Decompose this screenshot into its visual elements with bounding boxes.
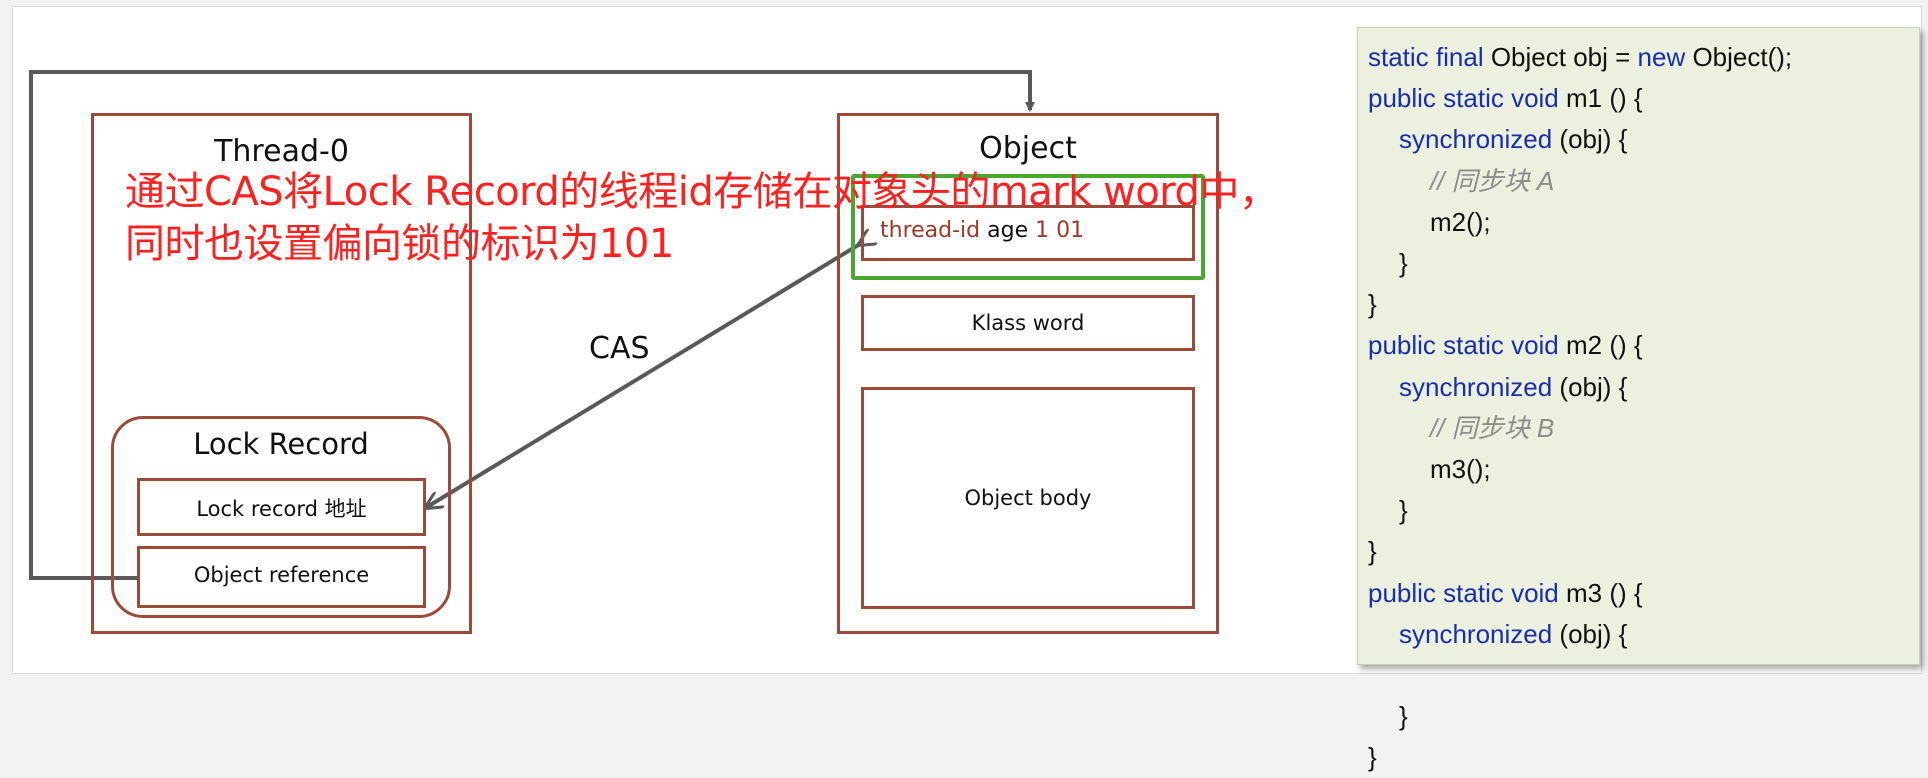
mark-word-thread-id: thread-id: [880, 218, 981, 243]
mark-word-age: age: [987, 218, 1029, 243]
code-keyword: synchronized: [1399, 124, 1560, 155]
klass-word-label: Klass word: [971, 311, 1085, 335]
code-keyword: public static void: [1368, 330, 1566, 361]
lock-record-address-cell: [137, 478, 426, 536]
code-line: m2();: [1430, 202, 1491, 243]
code-text: m3 () {: [1565, 577, 1643, 608]
code-keyword: static final: [1368, 42, 1491, 72]
cas-arrow: [427, 244, 860, 507]
code-line: }: [1368, 284, 1377, 325]
lock-record-box: [111, 416, 451, 618]
code-line: static final Object obj = new Object();: [1368, 37, 1792, 78]
code-text: m3();: [1430, 454, 1491, 484]
code-line: synchronized (obj) {: [1399, 119, 1627, 160]
code-comment: // 同步块 A: [1430, 165, 1555, 196]
code-line: }: [1368, 531, 1377, 572]
mark-word-highlight: [851, 174, 1205, 280]
code-line: }: [1399, 243, 1408, 284]
code-text: }: [1368, 536, 1377, 567]
object-box: [837, 113, 1219, 634]
code-line: }: [1399, 696, 1408, 737]
code-text: m2 () {: [1565, 330, 1643, 361]
code-text: }: [1399, 248, 1408, 278]
code-text: (obj) {: [1559, 371, 1628, 402]
object-title: Object: [979, 131, 1077, 166]
code-line: // 同步块 B: [1430, 408, 1554, 449]
code-keyword: public static void: [1368, 577, 1566, 608]
code-text: (obj) {: [1559, 124, 1628, 155]
code-panel: static final Object obj = new Object();p…: [1357, 27, 1920, 772]
lock-diagram-canvas: Thread-0 Lock Record Lock record 地址 Obje…: [12, 6, 1922, 772]
code-keyword: new: [1637, 42, 1693, 72]
klass-word-cell: [861, 295, 1195, 351]
code-line: public static void m1 () {: [1368, 78, 1643, 119]
object-reference-label: Object reference: [193, 563, 370, 587]
code-text: Object obj =: [1490, 42, 1638, 72]
mark-word-lock-bits: 01: [1056, 218, 1085, 243]
code-keyword: synchronized: [1399, 371, 1560, 402]
code-text: m1 () {: [1565, 83, 1643, 114]
code-text: m2();: [1430, 206, 1491, 237]
lock-record-title: Lock Record: [193, 427, 369, 461]
mark-word-biased-bit: 1: [1035, 218, 1050, 243]
code-line: synchronized (obj) {: [1399, 614, 1627, 655]
code-keyword: synchronized: [1399, 618, 1560, 649]
annotation-line-2: 同时也设置偏向锁的标识为101: [125, 221, 674, 267]
object-body-cell: [861, 387, 1195, 609]
thread-title: Thread-0: [214, 134, 349, 169]
code-text: }: [1399, 701, 1408, 732]
object-reference-cell: [137, 546, 426, 608]
code-line: // 同步块 A: [1430, 161, 1554, 202]
code-text: (obj) {: [1559, 618, 1628, 649]
code-line: }: [1399, 490, 1408, 531]
annotation-line-1: 通过CAS将Lock Record的线程id存储在对象头的mark word中，: [125, 169, 1279, 215]
object-body-label: Object body: [964, 486, 1092, 510]
code-text: }: [1399, 495, 1408, 526]
cas-label: CAS: [589, 331, 650, 366]
code-line: synchronized (obj) {: [1399, 367, 1627, 408]
code-text: }: [1368, 289, 1377, 320]
lock-record-address-label: Lock record 地址: [196, 497, 367, 521]
code-line: public static void m3 () {: [1368, 573, 1643, 614]
object-reference-arrow: [29, 70, 1035, 580]
code-line: m3();: [1430, 449, 1491, 490]
code-text: Object();: [1692, 42, 1793, 72]
mark-word-text: thread-id age 1 01: [880, 218, 1084, 243]
code-line: public static void m2 () {: [1368, 325, 1643, 366]
code-keyword: public static void: [1368, 83, 1566, 114]
connector-layer: [29, 70, 1035, 580]
code-comment: // 同步块 B: [1430, 412, 1555, 443]
code-line: }: [1368, 737, 1377, 778]
thread-box: [91, 113, 472, 634]
code-text: }: [1368, 742, 1377, 773]
mark-word-cell: [861, 205, 1195, 261]
